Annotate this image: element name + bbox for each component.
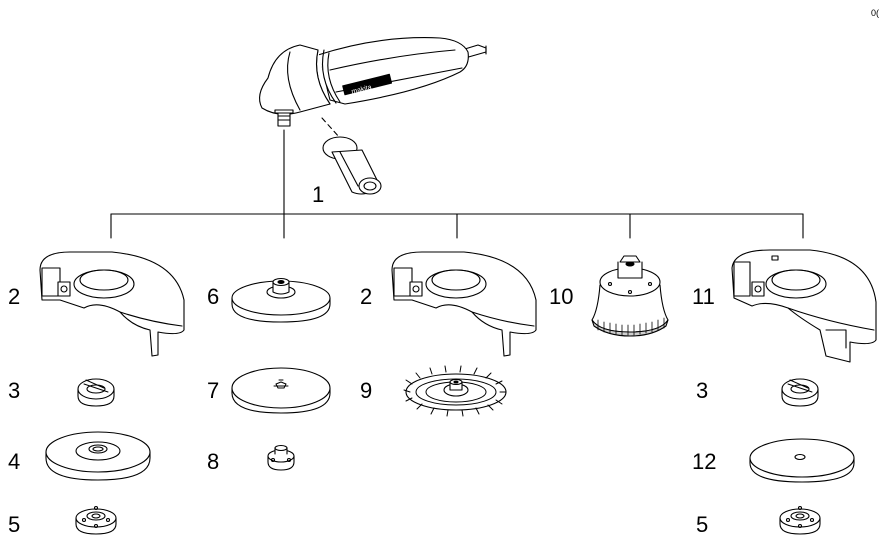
lock-nut-right [780, 507, 820, 535]
callout-10: 10 [549, 284, 574, 309]
wheel-guard-left [40, 252, 184, 356]
callout-2-middle: 2 [360, 284, 373, 309]
rubber-pad [232, 279, 330, 323]
inner-flange-right [782, 379, 818, 406]
wheel-guard-middle [392, 252, 536, 356]
inner-flange-left [78, 379, 114, 406]
depressed-center-wheel [46, 432, 150, 480]
callout-1: 1 [312, 182, 325, 207]
callout-8: 8 [207, 449, 220, 474]
callout-12: 12 [692, 449, 717, 474]
wheel-guard-right [732, 250, 876, 362]
brand-label: makita [351, 84, 373, 96]
callout-6: 6 [207, 284, 220, 309]
cup-wire-brush [592, 256, 668, 336]
callout-5-left: 5 [8, 512, 21, 537]
callout-7: 7 [207, 378, 220, 403]
callout-3-left: 3 [8, 378, 21, 403]
side-handle [323, 137, 381, 194]
lock-nut [268, 446, 294, 471]
callout-9: 9 [360, 378, 373, 403]
callout-11: 11 [692, 284, 715, 309]
lock-nut-left [76, 507, 116, 535]
callout-4: 4 [8, 449, 21, 474]
angle-grinder: makita [260, 38, 486, 126]
connector-lines [111, 130, 803, 238]
callout-2-left: 2 [8, 284, 21, 309]
callout-3-right: 3 [696, 378, 709, 403]
abrasive-disc [232, 368, 330, 413]
figure-code: 0( [870, 8, 879, 18]
wire-wheel-brush [404, 366, 506, 416]
callout-5-right: 5 [696, 512, 709, 537]
flex-wheel [750, 439, 854, 482]
